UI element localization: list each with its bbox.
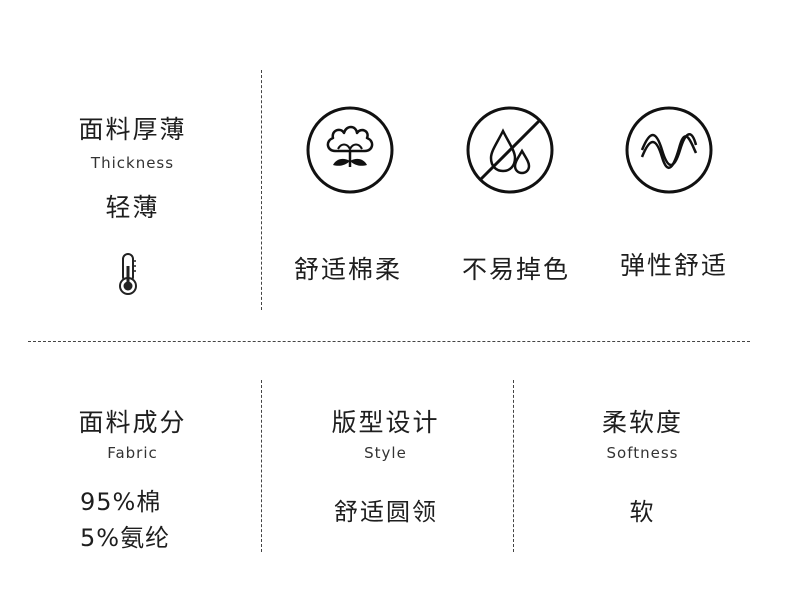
elastic-wave-icon: [625, 106, 713, 194]
softness-value: 软: [629, 498, 656, 526]
thermometer-icon: [119, 253, 137, 295]
cotton-flower-icon: [306, 106, 394, 194]
thickness-value: 轻薄: [105, 193, 160, 222]
bottom-vertical-divider-1: [261, 380, 262, 552]
softness-title: 柔软度: [601, 408, 683, 437]
feature-label-colorfast: 不易掉色: [461, 255, 570, 284]
feature-label-cotton: 舒适棉柔: [293, 255, 402, 284]
style-value: 舒适圆领: [334, 498, 438, 526]
fabric-subtitle: Fabric: [107, 444, 158, 462]
fabric-title: 面料成分: [78, 408, 187, 437]
feature-label-elastic: 弹性舒适: [619, 251, 728, 280]
top-vertical-divider: [261, 70, 262, 310]
fabric-line-2: 5%氨纶: [80, 524, 171, 552]
style-title: 版型设计: [331, 408, 440, 437]
thickness-subtitle: Thickness: [90, 154, 175, 172]
bottom-vertical-divider-2: [513, 380, 514, 552]
fabric-line-1: 95%棉: [80, 488, 162, 516]
horizontal-divider: [28, 341, 750, 342]
no-drops-icon: [466, 106, 554, 194]
style-subtitle: Style: [364, 444, 407, 462]
thickness-title: 面料厚薄: [78, 115, 187, 144]
softness-subtitle: Softness: [606, 444, 679, 462]
